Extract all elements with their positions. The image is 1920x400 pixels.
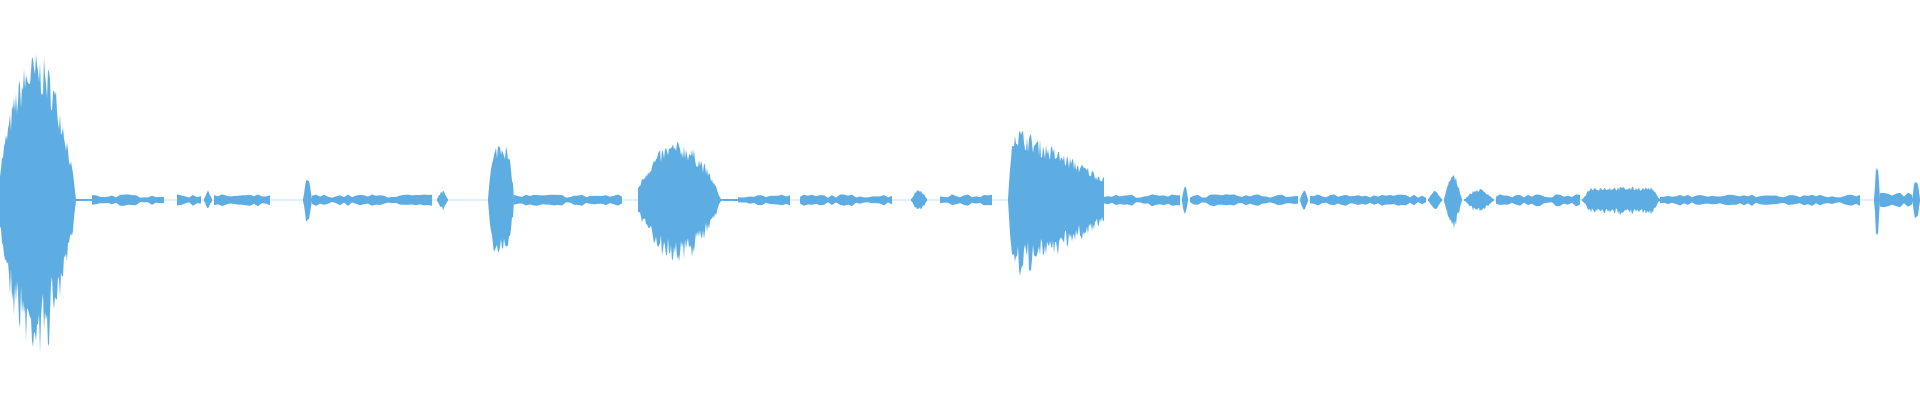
waveform-segment-3 (204, 190, 212, 209)
waveform-segment-21 (1428, 190, 1442, 210)
waveform-segment-27 (1874, 167, 1880, 236)
waveform-segment-5 (303, 180, 312, 222)
waveform-segment-12 (800, 194, 892, 207)
waveform-segment-7 (437, 190, 448, 211)
waveform-segment-2 (177, 194, 201, 206)
waveform-segment-19 (1300, 190, 1308, 210)
waveform-segment-23 (1464, 188, 1494, 212)
waveform-segment-0 (0, 54, 92, 354)
waveform-segment-29 (1912, 181, 1920, 219)
waveform-segment-15 (1008, 130, 1104, 276)
waveform-segment-17 (1182, 186, 1188, 214)
waveform-segment-1 (92, 194, 164, 206)
waveform-segment-25 (1582, 186, 1660, 215)
waveform-segment-6 (312, 194, 432, 206)
waveform-segment-10 (638, 141, 738, 262)
waveform-segment-16 (1104, 194, 1180, 207)
waveform-segment-9 (514, 194, 622, 206)
waveform-segment-14 (940, 194, 992, 206)
waveform-segment-26 (1660, 194, 1860, 206)
waveform-segments (0, 54, 1920, 354)
waveform-segment-22 (1444, 174, 1462, 229)
waveform-segment-24 (1496, 194, 1580, 207)
waveform-segment-11 (738, 194, 790, 206)
waveform-segment-20 (1310, 194, 1426, 206)
waveform-segment-28 (1880, 192, 1912, 208)
waveform-segment-8 (488, 146, 514, 253)
waveform-segment-13 (911, 190, 927, 210)
waveform-segment-4 (214, 194, 270, 207)
waveform-segment-18 (1190, 194, 1298, 207)
